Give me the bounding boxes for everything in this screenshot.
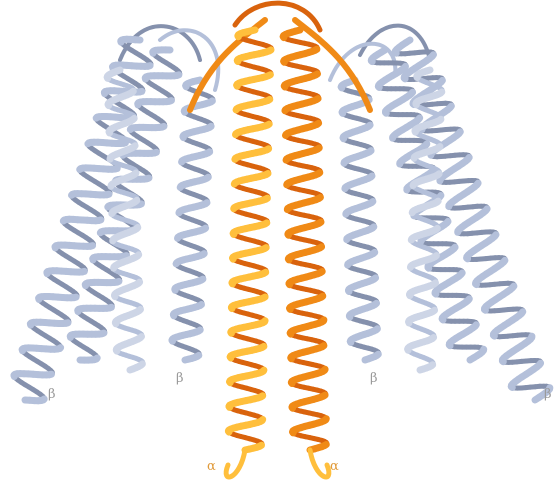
beta-label-left-outer: β xyxy=(48,388,56,401)
alpha-label-right: α xyxy=(330,460,339,473)
beta-helix-left-inner xyxy=(172,80,213,360)
beta-label-right-outer: β xyxy=(544,388,552,401)
beta-label-left-inner: β xyxy=(176,372,184,385)
beta-label-right-inner: β xyxy=(370,372,378,385)
alpha-top-loop-right xyxy=(295,20,370,110)
alpha-helix-right xyxy=(283,30,327,450)
alpha-helix-left xyxy=(228,30,271,450)
alpha-bottom-hook-right xyxy=(310,450,329,477)
alpha-bottom-hook-left xyxy=(226,450,245,477)
beta-helix-right-inner xyxy=(341,80,379,360)
alpha-label-left: α xyxy=(207,460,216,473)
